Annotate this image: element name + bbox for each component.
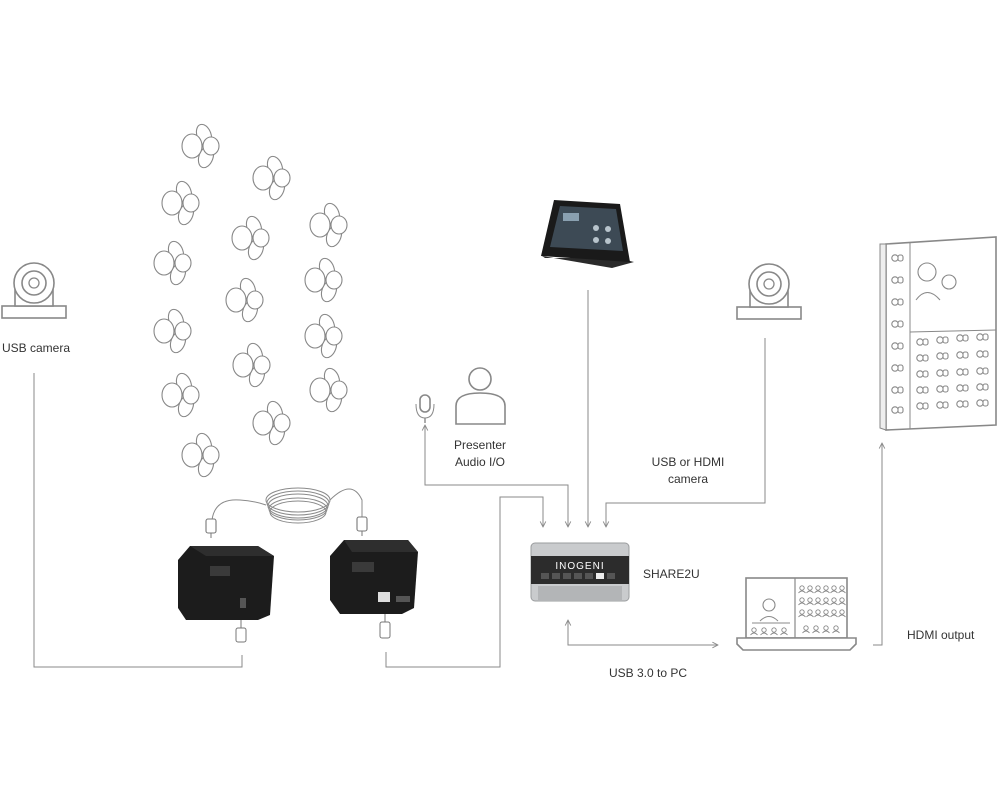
connection-lines bbox=[33, 290, 882, 668]
presenter-audio-label: Presenter Audio I/O bbox=[440, 437, 520, 471]
usb-hdmi-label-line2: camera bbox=[667, 472, 708, 486]
share2u-label: SHARE2U bbox=[643, 567, 700, 581]
presenter-label-line2: Audio I/O bbox=[454, 455, 506, 469]
hdmi-output-line bbox=[873, 443, 882, 646]
usb-camera-label: USB camera bbox=[2, 341, 71, 355]
presenter-audio-line bbox=[425, 425, 568, 527]
usb-pc-line bbox=[568, 620, 718, 645]
presenter-label-line1: Presenter bbox=[453, 438, 507, 452]
microphone-icon bbox=[415, 394, 435, 423]
display-icon bbox=[879, 236, 997, 431]
usb-pc-label: USB 3.0 to PC bbox=[609, 666, 688, 680]
hdmi-output-label: HDMI output bbox=[907, 628, 975, 642]
usb-hdmi-label-line1: USB or HDMI bbox=[651, 455, 725, 469]
usb-camera-line bbox=[33, 373, 243, 668]
usb-extender-icon bbox=[178, 546, 274, 643]
touch-panel-icon bbox=[541, 200, 634, 268]
usb-extender-icon bbox=[330, 540, 418, 639]
laptop-icon bbox=[736, 577, 857, 651]
cable-coil-icon bbox=[205, 487, 368, 538]
usb-hdmi-camera-label: USB or HDMI camera bbox=[638, 454, 738, 488]
brand-label: INOGENI bbox=[555, 561, 604, 572]
person-icon bbox=[455, 367, 506, 425]
hdmi-camera-line bbox=[606, 338, 766, 527]
usb-camera-icon bbox=[1, 262, 67, 319]
hdmi-camera-icon bbox=[736, 263, 802, 320]
seated-people-icon bbox=[153, 121, 348, 480]
share2u-device: INOGENI bbox=[530, 542, 630, 602]
